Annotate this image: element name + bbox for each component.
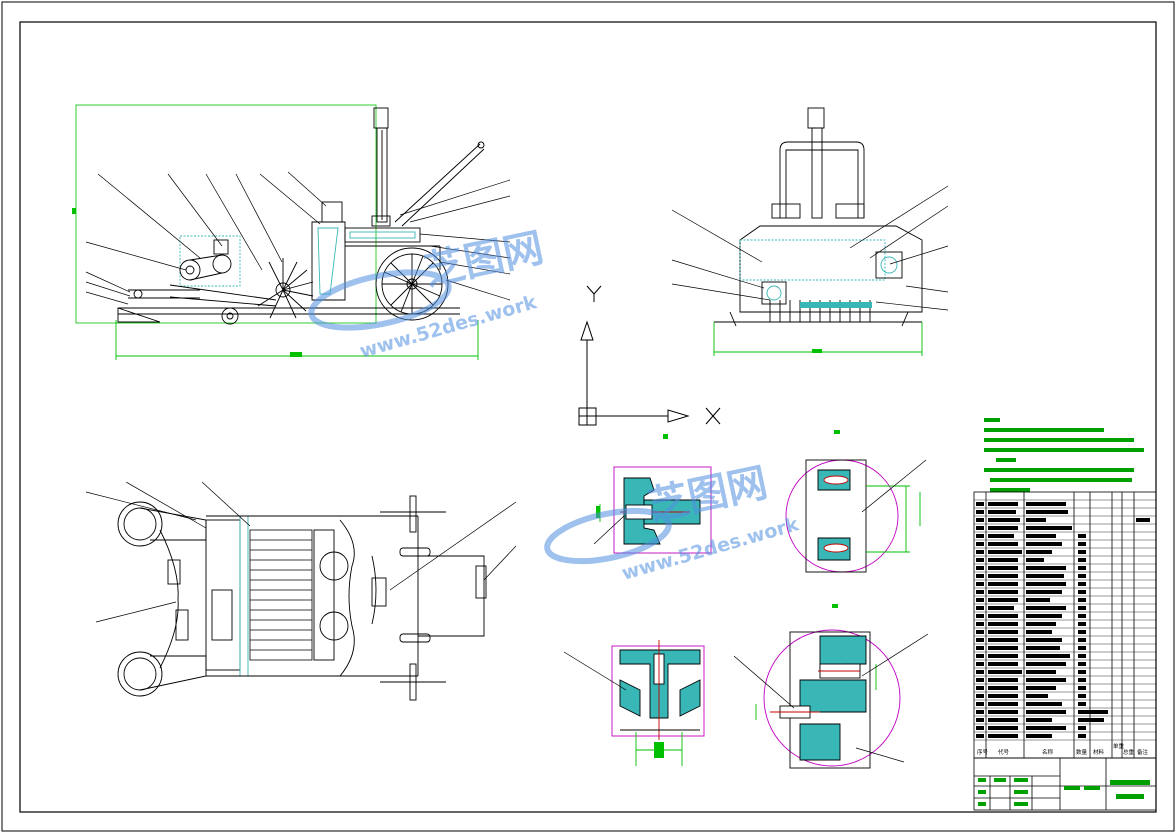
technical-notes [984,418,1144,492]
header-unit-weight: 单重 [1113,742,1125,750]
detail-view-d [733,604,929,769]
watermark-brand: 芝图网 [421,225,548,295]
ucs-x-label: X [700,425,701,427]
title-block [973,757,1157,811]
detail-view-b [785,430,927,573]
brush-wheel [257,258,314,319]
header-material: 材料 [1093,748,1105,756]
header-code: 代号 [998,748,1010,756]
parts-list [973,491,1157,759]
watermark-2: 芝图网 www.52des.work [544,460,801,585]
ucs-y-label: Y [590,302,591,304]
watermark-url: www.52des.work [357,291,539,363]
side-view-leaders [85,171,511,305]
side-view [72,104,511,360]
detail-section-c [563,640,705,766]
rear-view [671,107,949,356]
inner-border [19,21,1157,813]
ucs-icon [578,285,721,426]
top-view [85,481,517,701]
parts-list-rows [974,499,1156,741]
header-name: 名称 [1042,748,1054,756]
parts-list-text-blocks [976,502,1150,738]
watermark-1: 芝图网 www.52des.work [308,225,548,363]
watermark-brand: 芝图网 [645,460,772,530]
header-total-weight: 总重 [1123,748,1135,756]
header-qty: 数量 [1076,748,1088,756]
brush-array [249,529,313,661]
header-remarks: 备注 [1137,748,1149,756]
header-index: 序号 [977,748,989,756]
parts-list-header: 序号 代号 名称 数量 材料 单重 总重 备注 [977,742,1149,756]
